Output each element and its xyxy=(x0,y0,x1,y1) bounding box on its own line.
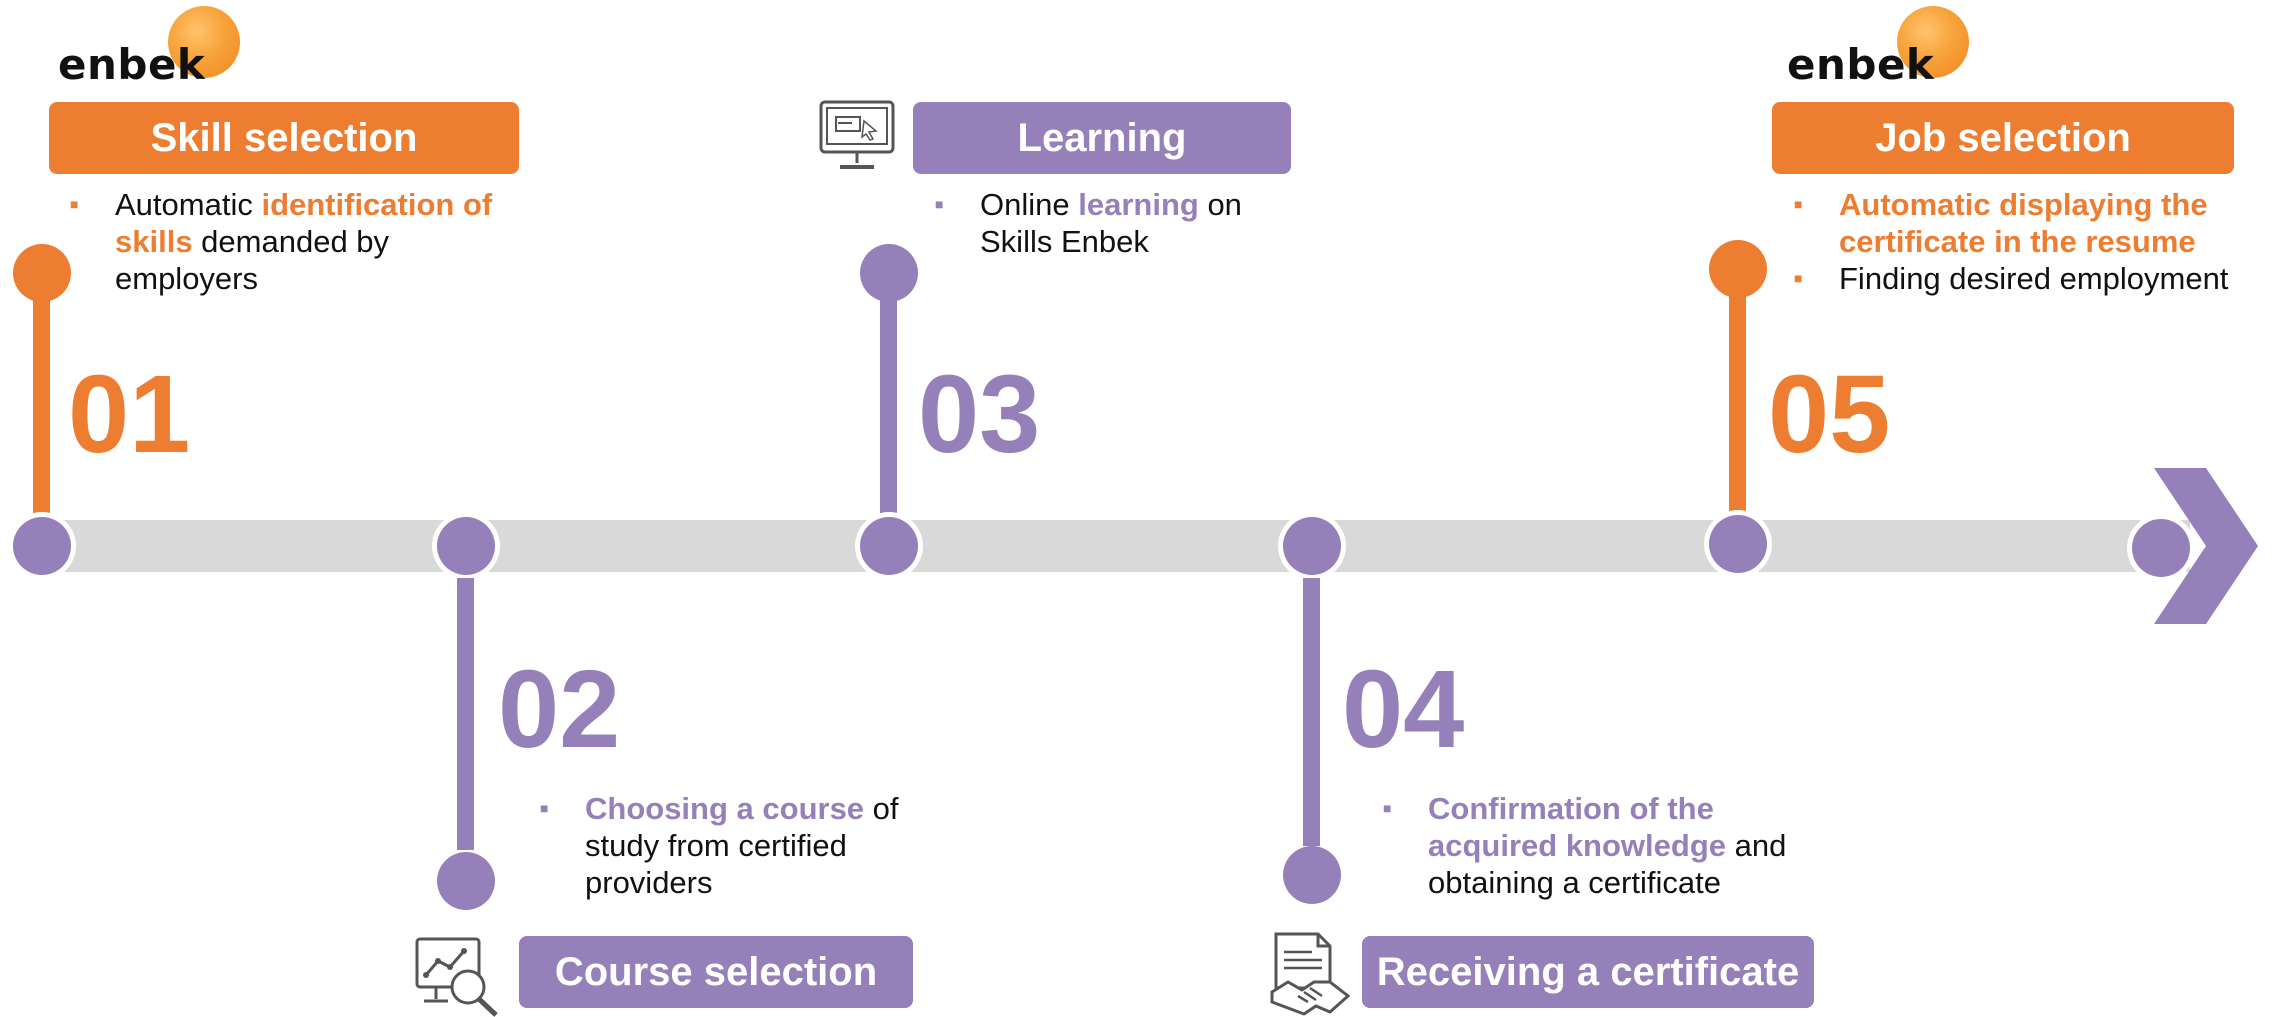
step-02-title: Course selection xyxy=(519,936,913,1008)
step-01-top-dot xyxy=(13,244,71,302)
step-04-bullets: ■ Confirmation of the acquired knowledge… xyxy=(1383,791,1787,900)
enbek-logo-right: enbek xyxy=(1785,4,1985,89)
step-01-track-dot xyxy=(13,517,71,575)
timeline-track xyxy=(30,520,2190,572)
step-03-bullets: ■ Online learning on Skills Enbek xyxy=(935,187,1242,259)
step-01-stem xyxy=(33,300,50,515)
step-05-stem xyxy=(1729,296,1746,515)
data-analysis-magnifier-icon xyxy=(415,937,498,1017)
highlight-text: Choosing a course xyxy=(585,791,865,826)
step-03-title: Learning xyxy=(913,102,1291,174)
highlight-text: certificate in the resume xyxy=(1839,224,2196,259)
step-04-stem xyxy=(1303,578,1320,846)
step-04-track-dot xyxy=(1283,517,1341,575)
document-handshake-icon xyxy=(1270,932,1351,1016)
step-02-stem xyxy=(457,578,474,850)
step-04-number: 04 xyxy=(1342,648,1465,771)
bullet-marker: ■ xyxy=(1383,800,1392,816)
bullet-marker: ■ xyxy=(935,196,944,212)
step-02-number: 02 xyxy=(498,648,621,771)
step-03-top-dot xyxy=(860,244,918,302)
enbek-logo-left: enbek xyxy=(56,4,256,89)
step-02-bullets: ■ Choosing a course of study from certif… xyxy=(540,791,899,900)
timeline-arrow-head-icon xyxy=(2154,468,2258,624)
bullet-marker: ■ xyxy=(1794,196,1803,212)
step-01-title: Skill selection xyxy=(49,102,519,174)
step-05-track-dot xyxy=(1709,515,1767,573)
highlight-text: Confirmation of the xyxy=(1428,791,1714,826)
computer-monitor-icon xyxy=(819,100,895,169)
step-01-number: 01 xyxy=(68,353,191,476)
step-01-bullets: ■ Automatic identification of skills dem… xyxy=(70,187,493,296)
step-03-stem xyxy=(880,300,897,515)
logo-wordmark: enbek xyxy=(1787,40,1935,89)
step-02-bottom-dot xyxy=(437,852,495,910)
step-05-top-dot xyxy=(1709,240,1767,298)
bullet-marker: ■ xyxy=(1794,270,1803,286)
step-03-number: 03 xyxy=(918,353,1041,476)
bullet-marker: ■ xyxy=(540,800,549,816)
step-05-bullets: ■ Automatic displaying the certificate i… xyxy=(1794,187,2229,296)
highlight-text: acquired knowledge xyxy=(1428,828,1727,863)
step-02-track-dot xyxy=(437,517,495,575)
logo-wordmark: enbek xyxy=(58,40,206,89)
step-05-title: Job selection xyxy=(1772,102,2234,174)
step-04-bottom-dot xyxy=(1283,846,1341,904)
highlight-text: Automatic displaying the xyxy=(1839,187,2208,222)
highlight-text: identification of xyxy=(261,187,493,222)
highlight-text: skills xyxy=(115,224,193,259)
bullet-marker: ■ xyxy=(70,196,79,212)
step-04-title: Receiving a certificate xyxy=(1362,936,1814,1008)
highlight-text: learning xyxy=(1078,187,1199,222)
timeline-end-dot xyxy=(2132,519,2190,577)
step-05-number: 05 xyxy=(1768,353,1891,476)
step-03-track-dot xyxy=(860,517,918,575)
